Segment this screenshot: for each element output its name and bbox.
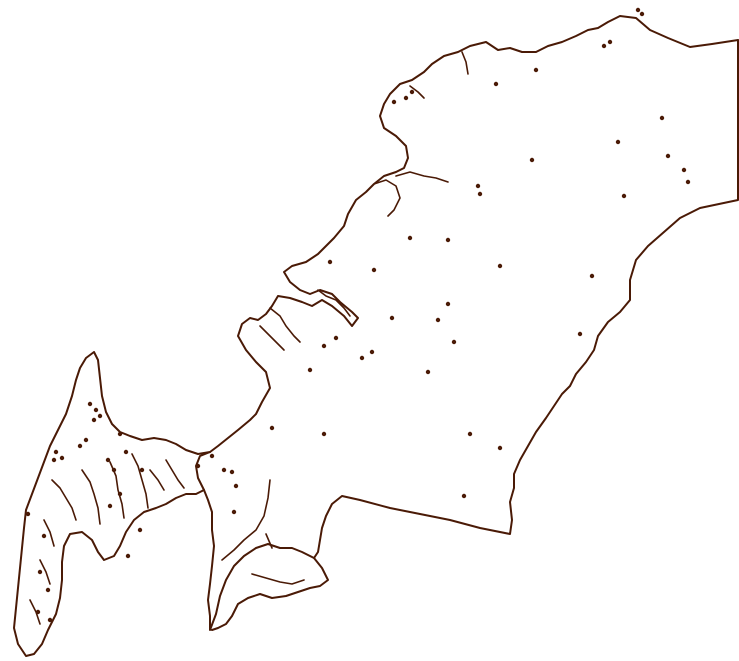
location-point <box>621 193 627 199</box>
location-point <box>493 81 499 87</box>
river-inlet-central <box>259 289 351 351</box>
location-point <box>321 343 327 349</box>
location-point <box>607 39 613 45</box>
location-point <box>105 457 111 463</box>
location-point <box>41 533 47 539</box>
location-point <box>307 367 313 373</box>
location-point <box>139 467 145 473</box>
location-point <box>117 491 123 497</box>
location-point <box>369 349 375 355</box>
location-point <box>77 443 83 449</box>
location-point <box>209 453 215 459</box>
location-point <box>53 449 59 455</box>
location-point <box>327 259 333 265</box>
location-point <box>59 455 65 461</box>
location-point <box>371 267 377 273</box>
location-point <box>451 339 457 345</box>
location-point <box>83 437 89 443</box>
location-point <box>93 407 99 413</box>
location-point <box>615 139 621 145</box>
location-point <box>685 179 691 185</box>
location-point <box>529 157 535 163</box>
region-boundary-layer <box>13 15 739 657</box>
river-inlet-north <box>373 171 449 217</box>
location-point <box>639 11 645 17</box>
location-point <box>45 587 51 593</box>
location-point <box>91 417 97 423</box>
location-point <box>409 89 415 95</box>
location-point <box>445 301 451 307</box>
location-point <box>321 431 327 437</box>
location-point <box>97 413 103 419</box>
location-point <box>577 331 583 337</box>
location-point <box>47 617 53 623</box>
location-point <box>601 43 607 49</box>
location-point <box>221 467 227 473</box>
location-point <box>659 115 665 121</box>
location-point <box>195 463 201 469</box>
location-point <box>359 355 365 361</box>
location-point <box>107 503 113 509</box>
outer-boundary <box>195 15 739 631</box>
location-point <box>467 431 473 437</box>
location-point <box>229 469 235 475</box>
location-point <box>425 369 431 375</box>
location-point <box>461 493 467 499</box>
location-point <box>233 483 239 489</box>
location-point <box>333 335 339 341</box>
location-point <box>445 237 451 243</box>
location-point <box>533 67 539 73</box>
location-point <box>475 183 481 189</box>
location-point <box>681 167 687 173</box>
location-point <box>231 509 237 515</box>
location-point <box>125 553 131 559</box>
location-point <box>477 191 483 197</box>
location-point <box>665 153 671 159</box>
location-point <box>497 263 503 269</box>
location-point <box>111 467 117 473</box>
location-point <box>87 401 93 407</box>
location-point <box>117 431 123 437</box>
river-inlet-upper <box>409 51 469 99</box>
western-peninsula-boundary <box>13 351 211 657</box>
location-point <box>435 317 441 323</box>
location-points-layer <box>25 7 691 623</box>
location-point <box>37 569 43 575</box>
location-point <box>269 425 275 431</box>
location-point <box>407 235 413 241</box>
location-point <box>389 315 395 321</box>
location-point <box>589 273 595 279</box>
location-point <box>51 457 57 463</box>
location-point <box>635 7 641 13</box>
location-point <box>403 95 409 101</box>
location-point <box>391 99 397 105</box>
location-point <box>35 609 41 615</box>
coastal-channel-south <box>221 479 305 585</box>
location-point <box>497 445 503 451</box>
location-point <box>25 511 31 517</box>
location-point <box>137 527 143 533</box>
location-point <box>123 449 129 455</box>
peninsula-inlets <box>29 453 185 625</box>
eastern-boundary <box>313 39 739 559</box>
